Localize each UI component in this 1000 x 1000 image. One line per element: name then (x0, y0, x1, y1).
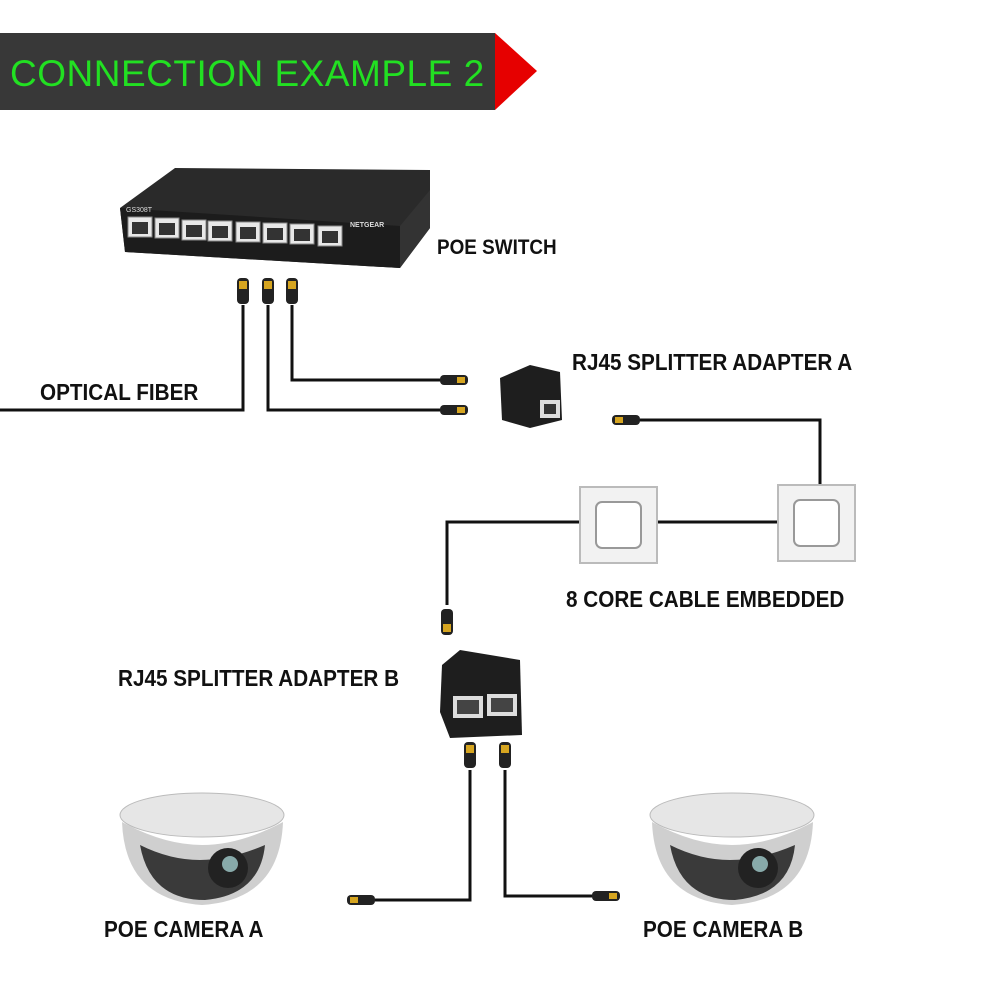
camera-a-label: POE CAMERA A (104, 916, 264, 942)
rj45-connector (262, 278, 274, 304)
rj45-connector (440, 405, 468, 415)
optical-fiber-label: OPTICAL FIBER (40, 379, 199, 405)
splitter-b-label: RJ45 SPLITTER ADAPTER B (118, 665, 400, 691)
wall-to-splitter-b-cable (445, 520, 580, 605)
splitter-a-cable (640, 418, 822, 485)
splitter-b-image (440, 650, 522, 738)
rj45-connector (499, 742, 511, 768)
rj45-connector (612, 415, 640, 425)
camera-b-label: POE CAMERA B (643, 916, 804, 942)
camera-b-image (649, 792, 815, 905)
diagram-title: CONNECTION EXAMPLE 2 (10, 53, 485, 94)
rj45-connector (440, 375, 468, 385)
switch-cable-1 (266, 305, 440, 412)
switch-model: GS308T (126, 207, 153, 214)
rj45-connector (347, 895, 375, 905)
optical-fiber-cable (0, 305, 245, 412)
cable-embedded-label: 8 CORE CABLE EMBEDDED (566, 586, 845, 612)
splitter-a-image (500, 365, 562, 428)
rj45-connector (237, 278, 249, 304)
rj45-connector (286, 278, 298, 304)
rj45-connector (441, 609, 453, 635)
camera-a-image (119, 792, 285, 905)
camera-b-cable (503, 770, 592, 898)
rj45-connector (592, 891, 620, 901)
switch-brand: NETGEAR (350, 222, 384, 229)
poe-switch-image: GS308T NETGEAR (120, 168, 430, 268)
poe-switch-label: POE SWITCH (437, 236, 557, 259)
wall-plate-b-image (777, 484, 856, 562)
banner-arrow-icon (495, 33, 537, 110)
cables (0, 305, 822, 902)
title-banner (0, 33, 495, 110)
switch-cable-2 (290, 305, 440, 382)
splitter-a-label: RJ45 SPLITTER ADAPTER A (572, 349, 853, 375)
wall-plate-a-image (579, 486, 658, 564)
rj45-connector (464, 742, 476, 768)
camera-a-cable (375, 770, 472, 902)
